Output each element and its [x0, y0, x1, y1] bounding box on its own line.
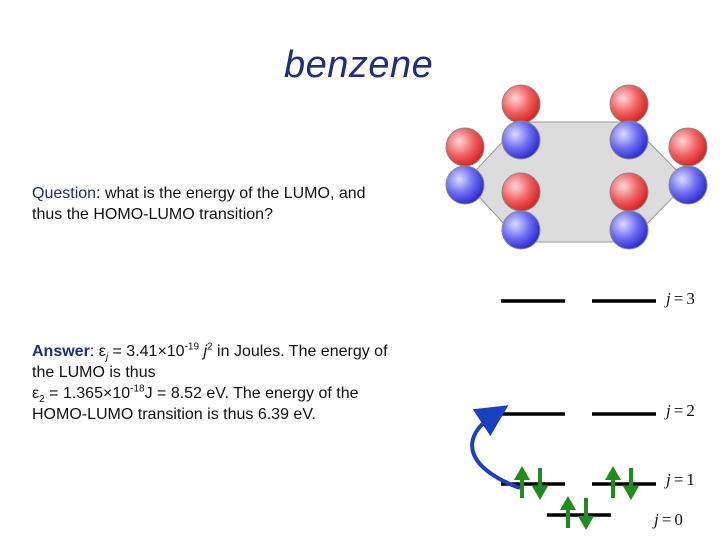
- energy-levels: [501, 299, 656, 517]
- benzene-ring: [464, 121, 689, 243]
- p-orbital-lobe-red: [445, 127, 485, 167]
- p-orbital-lobe-red: [501, 172, 541, 212]
- benzene-molecule: [445, 84, 708, 250]
- electron-spin-down-icon: [623, 468, 639, 500]
- answer-formula-power: 2: [207, 341, 213, 353]
- p-orbital-lobe-blue: [668, 165, 708, 205]
- p-orbital-lobe-red: [609, 172, 649, 212]
- p-orbital-lobe-red: [668, 127, 708, 167]
- answer-formula-coefficient: = 3.41×10: [108, 343, 185, 360]
- level-label-j3: j=3: [664, 289, 695, 308]
- answer-formula-exponent: -19: [184, 341, 200, 353]
- level-label-j0: j=0: [652, 510, 683, 529]
- epsilon-symbol: ε: [98, 343, 106, 360]
- p-orbital-lobe-blue: [445, 165, 485, 205]
- p-orbital-lobe-red: [609, 84, 649, 124]
- p-orbital-lobe-blue: [609, 120, 649, 160]
- p-orbital-lobe-red: [501, 84, 541, 124]
- electron-spin-down-icon: [532, 468, 548, 500]
- level-label-j1: j=1: [664, 470, 695, 489]
- electron-spin-down-icon: [578, 498, 594, 530]
- answer-colon: :: [89, 343, 99, 360]
- slide-title: benzene: [284, 44, 434, 86]
- epsilon-symbol-2: ε: [32, 385, 40, 402]
- p-orbital-lobe-blue: [609, 210, 649, 250]
- question-label: Question: [32, 185, 97, 202]
- answer-sentence-1: in Joules. The energy of the LUMO is thu…: [32, 343, 388, 381]
- electrons: [514, 466, 639, 530]
- electron-spin-up-icon: [560, 496, 576, 528]
- electron-spin-up-icon: [605, 466, 621, 498]
- answer-sentence-2: J = 8.52 eV. The energy of the HOMO-LUMO…: [32, 385, 359, 423]
- homo-lumo-transition-arrow-icon: [470, 405, 521, 490]
- lumo-energy-exponent: -18: [130, 383, 145, 395]
- answer-label: Answer: [32, 343, 90, 360]
- lumo-energy-coefficient: = 1.365×10: [44, 385, 131, 402]
- answer-formula-variable: j: [199, 343, 208, 360]
- p-orbital-lobe-blue: [501, 210, 541, 250]
- p-orbital-lobe-blue: [501, 120, 541, 160]
- answer-text: Answer: εj = 3.41×10-19 j2 in Joules. Th…: [32, 341, 402, 425]
- electron-spin-up-icon: [514, 466, 530, 498]
- epsilon-subscript-j: j: [105, 352, 109, 364]
- level-label-j2: j=2: [664, 401, 695, 420]
- question-body: : what is the energy of the LUMO, and th…: [32, 185, 366, 223]
- question-text: Question: what is the energy of the LUMO…: [32, 183, 392, 225]
- epsilon-subscript-2: 2: [39, 394, 45, 406]
